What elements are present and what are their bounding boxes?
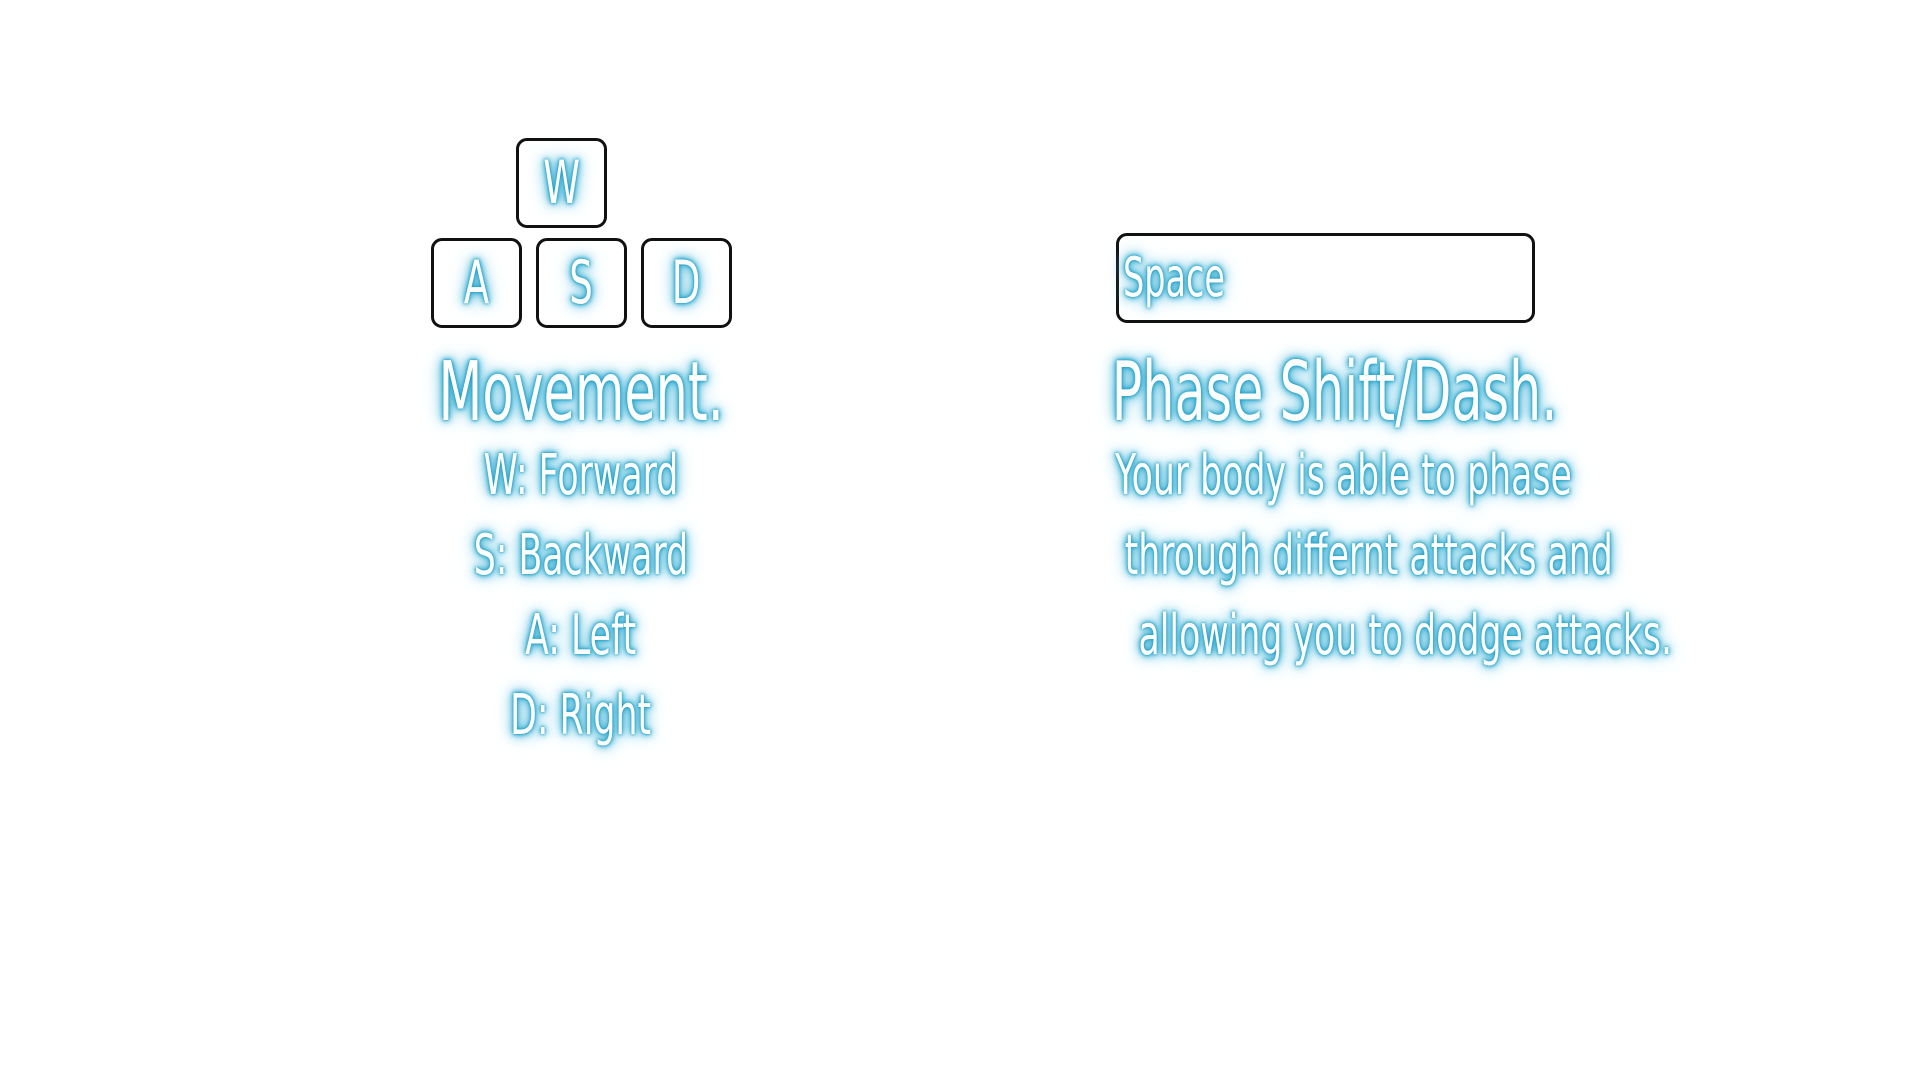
- key-d-label: D: [672, 248, 701, 318]
- dash-line-row: allowing you to dodge attacks.: [975, 608, 1675, 664]
- key-d: D: [641, 238, 732, 328]
- dash-description-line-3: allowing you to dodge attacks.: [1138, 603, 1673, 668]
- key-w-label: W: [543, 148, 580, 218]
- movement-line-left: A: Left: [525, 603, 637, 668]
- dash-description-line-2: through differnt attacks and: [1124, 523, 1613, 588]
- key-a-label: A: [463, 248, 490, 318]
- key-s: S: [536, 238, 627, 328]
- movement-line-row: A: Left: [231, 608, 931, 664]
- key-s-label: S: [569, 248, 594, 318]
- dash-line-row: through differnt attacks and: [975, 528, 1675, 584]
- movement-title-row: Movement.: [231, 352, 931, 434]
- dash-line-row: Your body is able to phase: [975, 448, 1675, 504]
- movement-line-row: D: Right: [231, 688, 931, 744]
- dash-title: Phase Shift/Dash.: [1111, 345, 1558, 440]
- movement-title: Movement.: [438, 345, 724, 440]
- dash-title-row: Phase Shift/Dash.: [975, 352, 1675, 434]
- key-space-label: Space: [1123, 246, 1226, 309]
- key-space: Space: [1116, 233, 1535, 323]
- movement-line-backward: S: Backward: [473, 523, 689, 588]
- key-w: W: [516, 138, 607, 228]
- dash-description-line-1: Your body is able to phase: [1115, 443, 1572, 508]
- movement-line-row: W: Forward: [231, 448, 931, 504]
- movement-line-row: S: Backward: [231, 528, 931, 584]
- movement-line-right: D: Right: [510, 683, 652, 748]
- key-a: A: [431, 238, 522, 328]
- movement-line-forward: W: Forward: [483, 443, 679, 508]
